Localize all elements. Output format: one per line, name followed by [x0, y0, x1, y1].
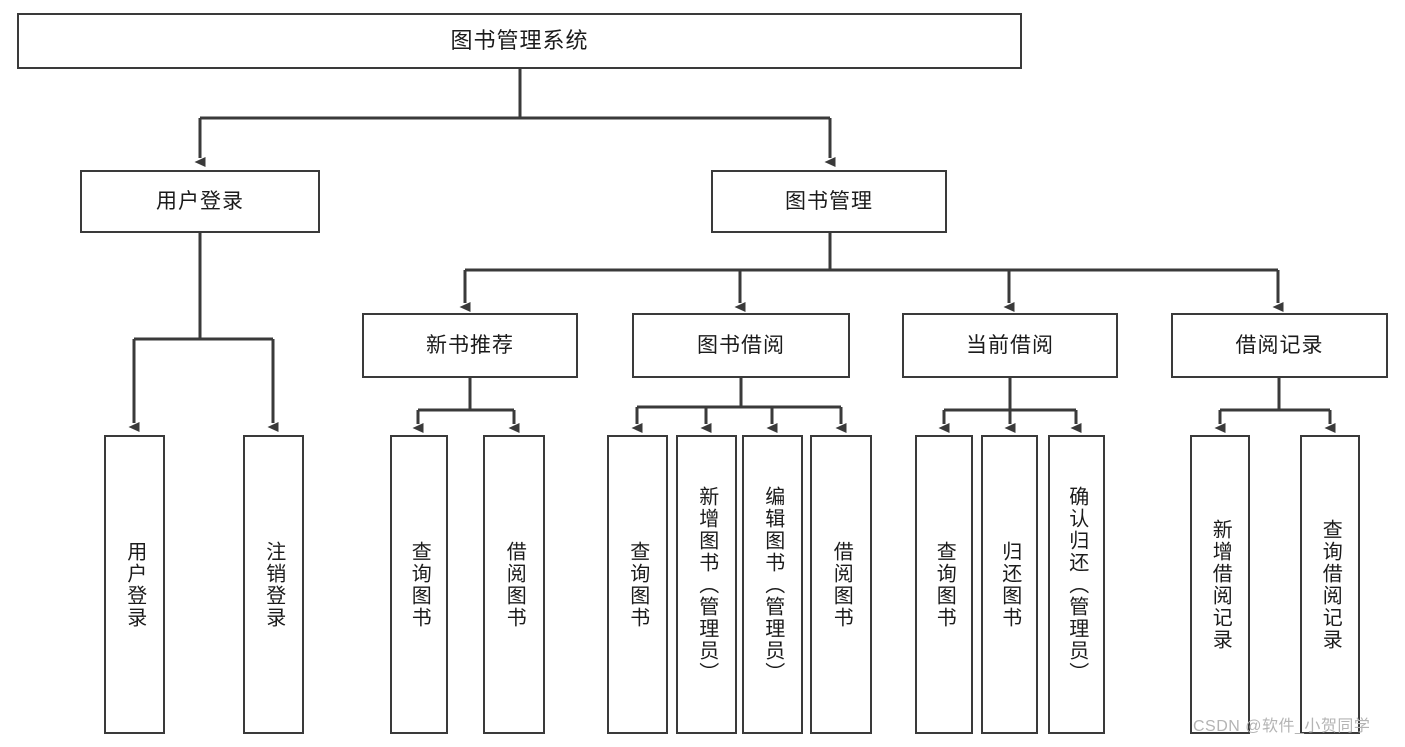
node-current-borrow-label: 当前借阅 [966, 333, 1054, 357]
leaf-confirm-return-admin-label: 确认归还（管理员） [1065, 485, 1088, 684]
node-current-borrow[interactable]: 当前借阅 [902, 313, 1118, 378]
watermark: CSDN @软件_小贺同学 [1193, 718, 1371, 735]
node-root-label: 图书管理系统 [450, 27, 589, 53]
node-borrow-record-label: 借阅记录 [1235, 333, 1324, 357]
node-user-login[interactable]: 用户登录 [80, 170, 320, 233]
leaf-query-borrow-record-label: 查询借阅记录 [1319, 518, 1342, 651]
leaf-add-borrow-record-label: 新增借阅记录 [1209, 518, 1232, 651]
leaf-add-book-admin-label: 新增图书（管理员） [695, 485, 718, 684]
leaf-query-book-current-label: 查询图书 [933, 540, 956, 629]
leaf-query-borrow-record[interactable]: 查询借阅记录 [1300, 435, 1360, 734]
leaf-user-login-label: 用户登录 [123, 540, 146, 629]
leaf-user-logout[interactable]: 注销登录 [243, 435, 304, 734]
node-book-management[interactable]: 图书管理 [711, 170, 947, 233]
node-borrow-record[interactable]: 借阅记录 [1171, 313, 1388, 378]
leaf-user-login[interactable]: 用户登录 [104, 435, 165, 734]
leaf-user-logout-label: 注销登录 [262, 540, 285, 629]
leaf-return-book-label: 归还图书 [998, 540, 1021, 629]
leaf-query-book-borrow[interactable]: 查询图书 [607, 435, 668, 734]
leaf-borrow-book-recommend-label: 借阅图书 [503, 540, 526, 629]
node-new-book-recommend[interactable]: 新书推荐 [362, 313, 578, 378]
node-root[interactable]: 图书管理系统 [17, 13, 1022, 69]
leaf-borrow-book-label: 借阅图书 [830, 540, 853, 629]
leaf-borrow-book[interactable]: 借阅图书 [810, 435, 872, 734]
node-book-borrow-label: 图书借阅 [697, 333, 785, 357]
leaf-query-book-recommend-label: 查询图书 [408, 540, 431, 629]
leaf-query-book-recommend[interactable]: 查询图书 [390, 435, 448, 734]
node-new-book-recommend-label: 新书推荐 [426, 333, 514, 357]
leaf-query-book-borrow-label: 查询图书 [626, 540, 649, 629]
leaf-borrow-book-recommend[interactable]: 借阅图书 [483, 435, 545, 734]
node-book-borrow[interactable]: 图书借阅 [632, 313, 850, 378]
leaf-add-borrow-record[interactable]: 新增借阅记录 [1190, 435, 1250, 734]
leaf-return-book[interactable]: 归还图书 [981, 435, 1038, 734]
leaf-add-book-admin[interactable]: 新增图书（管理员） [676, 435, 737, 734]
leaf-query-book-current[interactable]: 查询图书 [915, 435, 973, 734]
node-book-management-label: 图书管理 [785, 189, 873, 213]
node-user-login-label: 用户登录 [156, 189, 244, 213]
leaf-confirm-return-admin[interactable]: 确认归还（管理员） [1048, 435, 1105, 734]
leaf-edit-book-admin-label: 编辑图书（管理员） [761, 485, 784, 684]
leaf-edit-book-admin[interactable]: 编辑图书（管理员） [742, 435, 803, 734]
